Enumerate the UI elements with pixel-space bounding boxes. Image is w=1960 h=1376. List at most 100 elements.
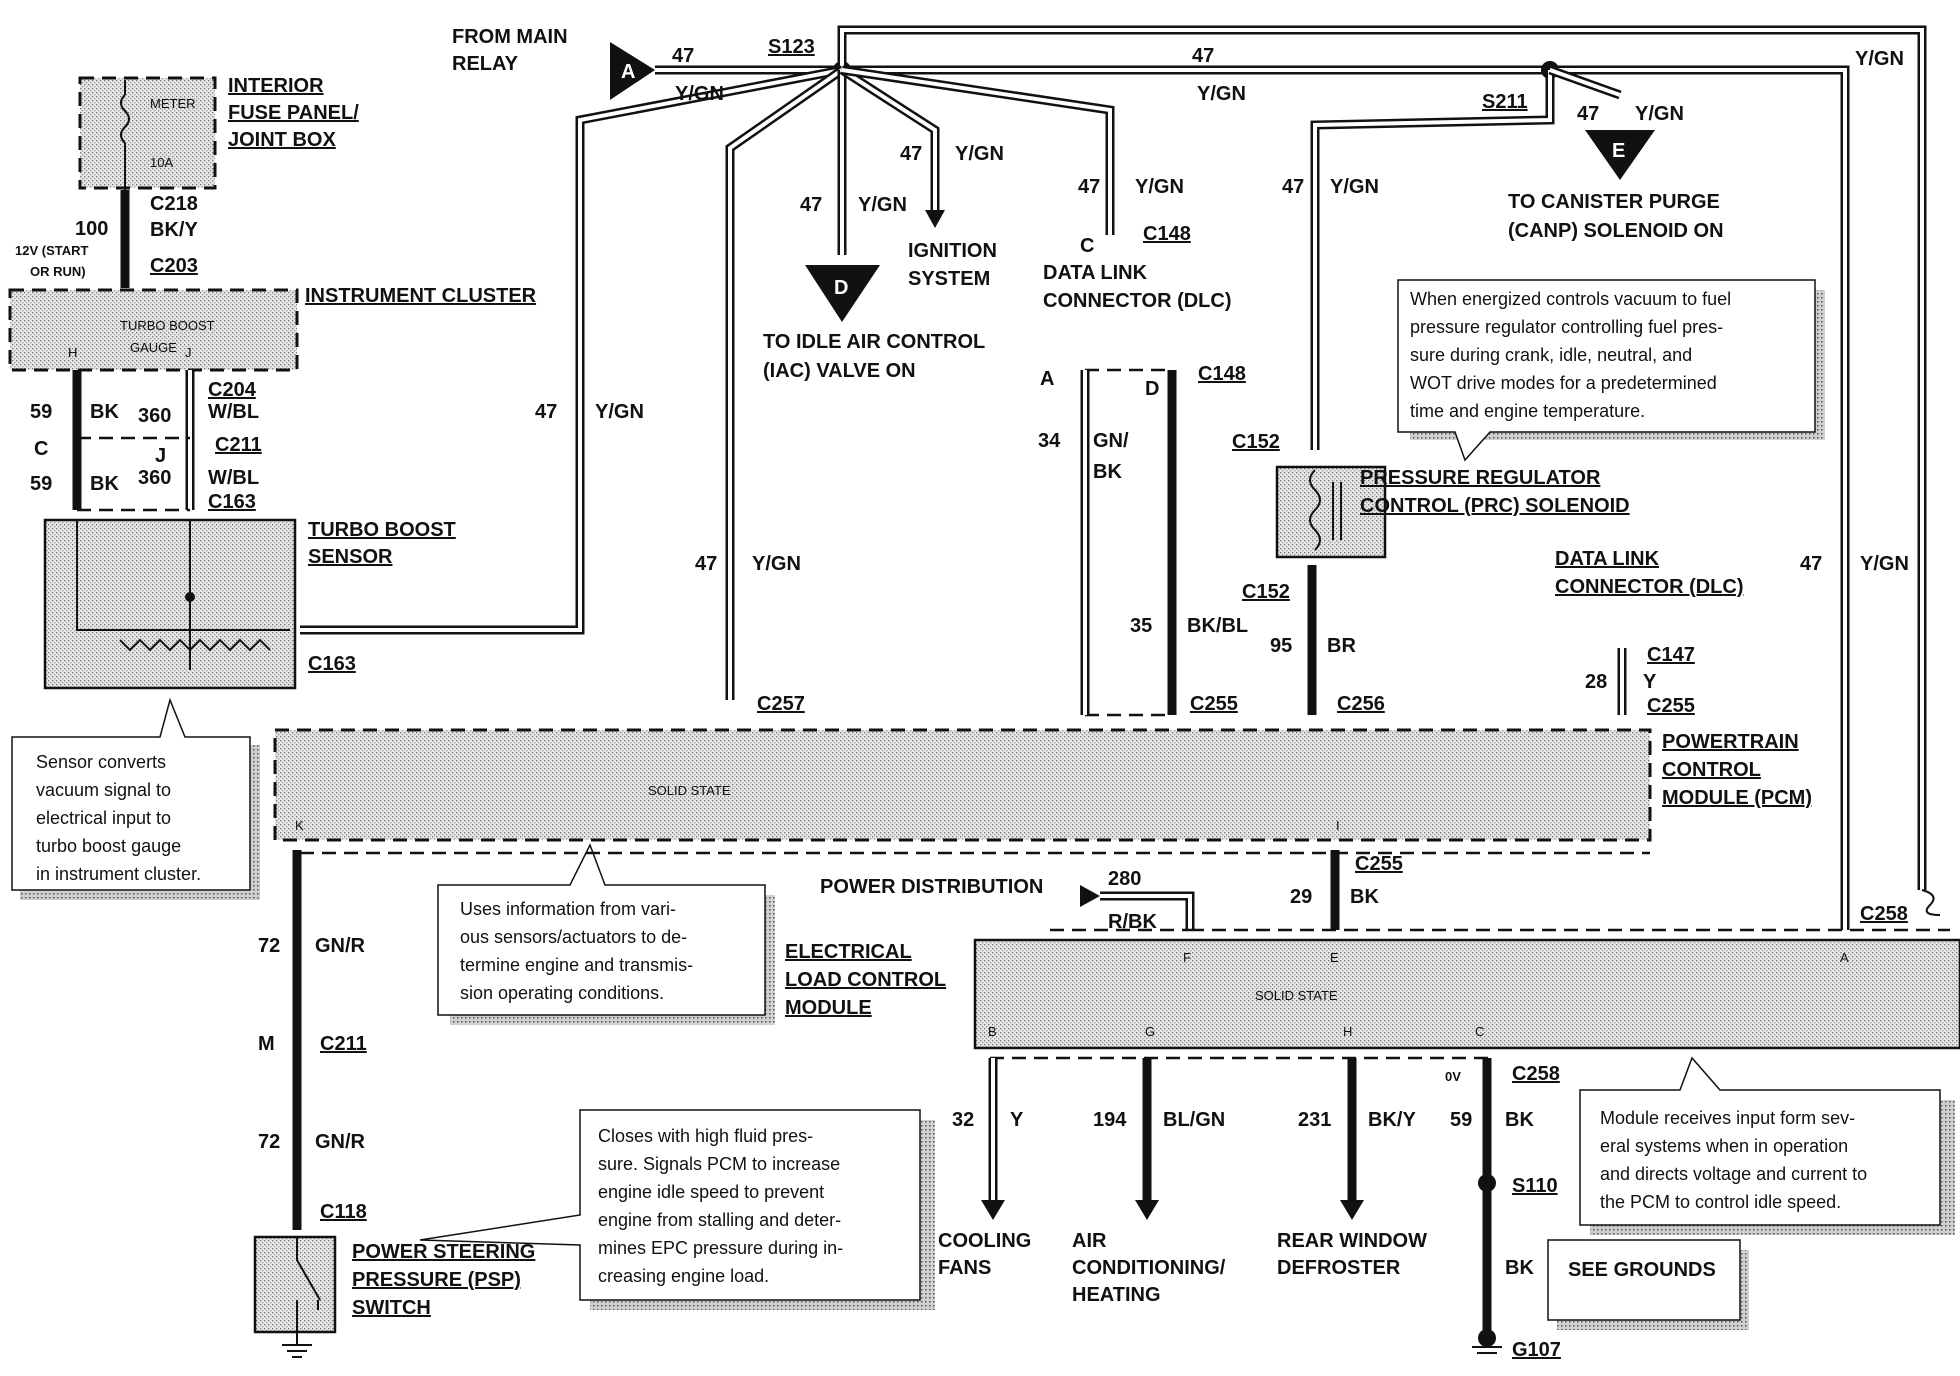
prc-feed-circuit: 47 — [1282, 176, 1304, 198]
prc-note: When energized controls vacuum to fuel p… — [1397, 279, 1825, 462]
psp-pin-m: M — [258, 1033, 275, 1055]
dlc-top-color: Y/GN — [1135, 176, 1184, 198]
pin-j: J — [185, 345, 192, 360]
iac-color: Y/GN — [858, 194, 907, 216]
prc-title-1: PRESSURE REGULATOR — [1360, 467, 1601, 489]
bk-b: BK — [90, 473, 119, 495]
main-feed-wire: A E D — [300, 25, 1941, 930]
turbo-note-line-1: Sensor converts — [36, 752, 166, 772]
elcm-pin-g: G — [1145, 1024, 1155, 1039]
turbo-note: Sensor converts vacuum signal to electri… — [11, 697, 260, 900]
ground-c258: C258 — [1512, 1063, 1560, 1085]
pcm-solid-state: SOLID STATE — [648, 783, 731, 798]
instrument-cluster-title: INSTRUMENT CLUSTER — [305, 285, 537, 307]
right-wire-circuit: 47 — [1800, 553, 1822, 575]
main-wire-color: Y/GN — [595, 401, 644, 423]
prc-note-line-1: When energized controls vacuum to fuel — [1410, 289, 1731, 309]
elcm-pin-f: F — [1183, 950, 1191, 965]
output-circuit: 194 — [1093, 1109, 1127, 1131]
ground-0v: 0V — [1445, 1069, 1461, 1084]
prc-circuit: 95 — [1270, 635, 1292, 657]
dlc-pin-d: D — [1145, 378, 1159, 400]
psp-title-3: SWITCH — [352, 1297, 431, 1319]
flag-d-letter: D — [834, 277, 848, 299]
iac-circuit: 47 — [800, 194, 822, 216]
psp-title-1: POWER STEERING — [352, 1241, 535, 1263]
canp-color: Y/GN — [1635, 103, 1684, 125]
arrow-icon — [1135, 1200, 1159, 1220]
cluster-feed-color: BK/Y — [150, 219, 198, 241]
elcm-note-line-3: and directs voltage and current to — [1600, 1164, 1867, 1184]
splice-s211-label: S211 — [1482, 91, 1528, 113]
flag-d-icon — [805, 265, 880, 322]
dlc-right-label-2: CONNECTOR (DLC) — [1555, 576, 1744, 598]
turbo-note-line-3: electrical input to — [36, 808, 171, 828]
psp-c211: C211 — [320, 1033, 367, 1055]
dlc-top-circuit: 47 — [1078, 176, 1100, 198]
ground-icon-psp — [282, 1344, 312, 1358]
elcm-pin-e: E — [1330, 950, 1339, 965]
elcm-pin-c: C — [1475, 1024, 1484, 1039]
from-main-relay-line2: RELAY — [452, 53, 519, 75]
iac-label-1: TO IDLE AIR CONTROL — [763, 331, 985, 353]
c218-label: C218 — [150, 193, 198, 215]
turbo-sensor-connector: C163 — [308, 653, 356, 675]
solenoid-coil-icon — [1309, 469, 1321, 551]
ignition-label-2: SYSTEM — [908, 268, 990, 290]
canp-circuit: 47 — [1577, 103, 1599, 125]
output-label-2: FANS — [938, 1257, 991, 1279]
prc-feed-color: Y/GN — [1330, 176, 1379, 198]
power-dist-arrow-icon — [1080, 885, 1100, 907]
elcm-pin-a: A — [1840, 950, 1849, 965]
gauge-label-2: GAUGE — [130, 340, 177, 355]
dlc-right-circuit: 28 — [1585, 671, 1607, 693]
c360-b: 360 — [138, 467, 171, 489]
ground-circuit: 0V C258 59 BK S110 BK G107 SEE GROUNDS — [1445, 1058, 1749, 1361]
elcm-note-line-1: Module receives input form sev- — [1600, 1108, 1855, 1128]
psp-title-2: PRESSURE (PSP) — [352, 1269, 521, 1291]
arrow-icon — [1340, 1200, 1364, 1220]
elcm-link-c255: C255 — [1355, 853, 1403, 875]
fuse-title-1: INTERIOR — [228, 75, 324, 97]
turbo-sensor-title-2: SENSOR — [308, 546, 393, 568]
elcm-link-color: BK — [1350, 886, 1379, 908]
iac-label-2: (IAC) VALVE ON — [763, 360, 916, 382]
output-cooling-fans: 32 Y COOLING FANS — [938, 1058, 1031, 1279]
power-distribution-label: POWER DISTRIBUTION — [820, 876, 1043, 898]
dlc-color-34-1: GN/ — [1093, 430, 1129, 452]
pcm-note-line-2: ous sensors/actuators to de- — [460, 927, 687, 947]
c163-label-a: C163 — [208, 491, 256, 513]
fuse-meter: METER — [150, 96, 196, 111]
dlc-top-label-1: DATA LINK — [1043, 262, 1148, 284]
c256-label: C256 — [1337, 693, 1385, 715]
output-label-3: HEATING — [1072, 1284, 1161, 1306]
right-wire-color: Y/GN — [1860, 553, 1909, 575]
prc-note-line-3: sure during crank, idle, neutral, and — [1410, 345, 1692, 365]
pin-h: H — [68, 345, 77, 360]
elcm-note-line-4: the PCM to control idle speed. — [1600, 1192, 1841, 1212]
turbo-note-line-5: in instrument cluster. — [36, 864, 201, 884]
pcm-title-2: CONTROL — [1662, 759, 1761, 781]
output-label-2: DEFROSTER — [1277, 1257, 1401, 1279]
psp-color-1: GN/R — [315, 935, 366, 957]
turbo-sensor-title-1: TURBO BOOST — [308, 519, 456, 541]
psp-circuit-2: 72 — [258, 1131, 280, 1153]
prc-title-2: CONTROL (PRC) SOLENOID — [1360, 495, 1630, 517]
fuse-title-3: JOINT BOX — [228, 129, 336, 151]
c59-a: 59 — [30, 401, 52, 423]
c152-top: C152 — [1232, 431, 1280, 453]
elcm-pin-b: B — [988, 1024, 997, 1039]
ignition-circuit: 47 — [900, 143, 922, 165]
turbo-boost-sensor: TURBO BOOST SENSOR C163 — [43, 518, 456, 690]
dlc-right-label-1: DATA LINK — [1555, 548, 1660, 570]
output-circuit: 32 — [952, 1109, 974, 1131]
pcm-title-3: MODULE (PCM) — [1662, 787, 1812, 809]
voltage-2: OR RUN) — [30, 264, 86, 279]
psp-note-line-6: creasing engine load. — [598, 1266, 769, 1286]
elcm-module: SOLID STATE F E A B G H C ELECTRICAL LOA… — [785, 938, 1960, 1050]
dlc-circuit-34: 34 — [1038, 430, 1061, 452]
output-label-1: AIR — [1072, 1230, 1107, 1252]
dlc-color-35: BK/BL — [1187, 615, 1248, 637]
switch-icon — [296, 1237, 321, 1301]
